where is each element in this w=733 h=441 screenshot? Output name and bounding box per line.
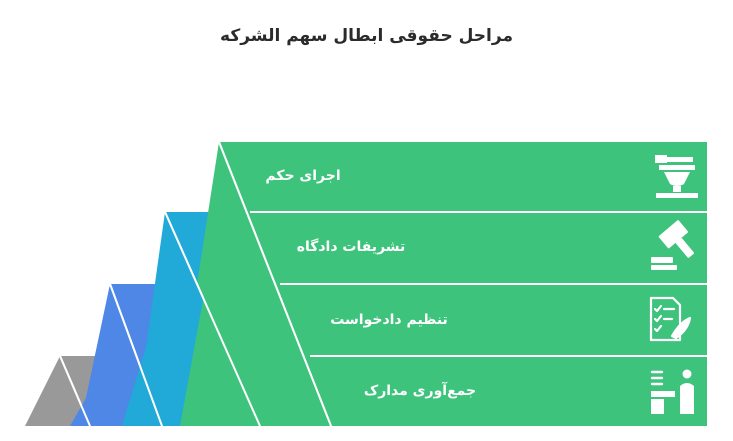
face-green — [180, 142, 331, 426]
face-gray — [25, 356, 90, 426]
gavel-icon — [651, 220, 695, 270]
step-label: جمع‌آوری مدارک — [364, 381, 476, 399]
face-dividers — [59, 141, 332, 427]
step-label: تنظیم دادخواست — [330, 312, 448, 328]
step-label: تشریفات دادگاه — [297, 238, 406, 255]
page-title: مراحل حقوقی ابطال سهم الشرکه — [220, 26, 513, 46]
step-label: اجرای حکم — [265, 168, 340, 184]
person-at-desk-icon — [650, 369, 694, 414]
scales-of-justice-icon — [655, 155, 698, 198]
checklist-document-icon — [649, 296, 692, 342]
pyramid-faces — [25, 142, 331, 426]
